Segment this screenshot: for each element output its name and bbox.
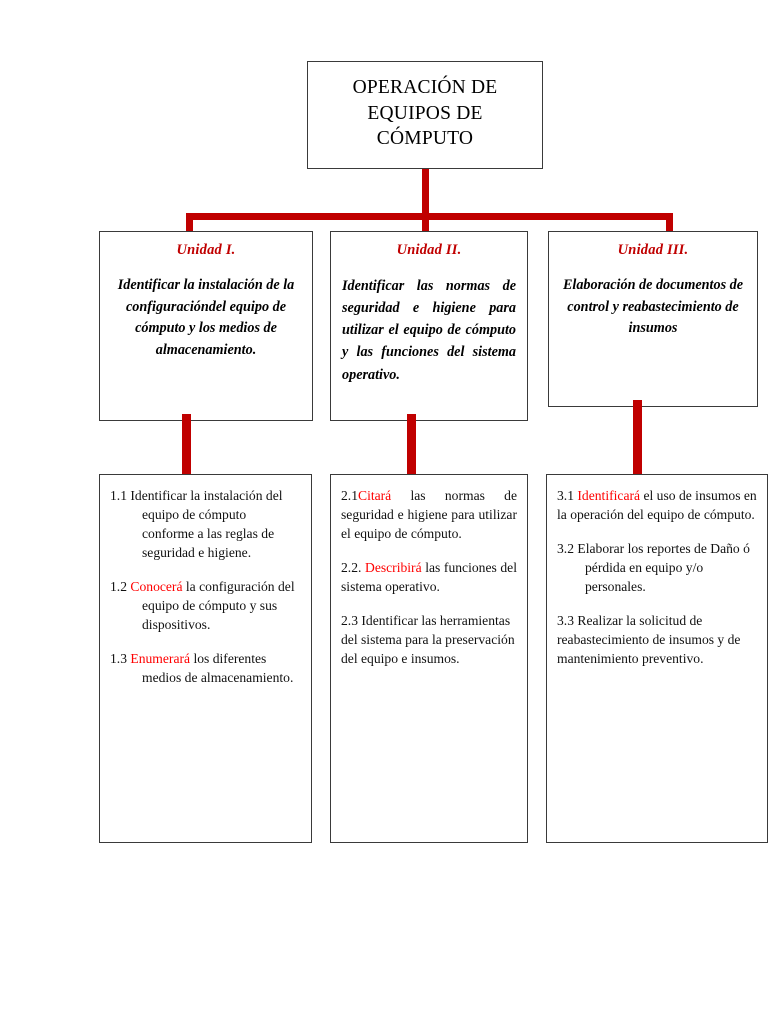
detail-item-2-2-number: 2.2.	[341, 560, 362, 576]
unit-node-2: Unidad II. Identificar las normas de seg…	[330, 231, 528, 421]
unit-node-1-heading: Unidad I.	[176, 242, 236, 258]
detail-item-3-3-text: Realizar la solicitud de reabastecimient…	[557, 613, 741, 667]
unit-node-3-body: Elaboración de documentos de control y r…	[562, 277, 744, 337]
detail-item-1-2-text: la configuración del equipo de cómputo y…	[142, 579, 295, 633]
detail-item-3-1: 3.1 Identificará el uso de insumos en la…	[557, 486, 757, 524]
detail-item-2-3-number: 2.3	[341, 613, 358, 629]
detail-item-2-3-text: Identificar las herramientas del sistema…	[341, 613, 515, 667]
detail-node-2: 2.1Citará las normas de seguridad e higi…	[330, 474, 528, 843]
detail-item-1-3-number: 1.3	[110, 651, 127, 667]
unit-node-1-body: Identificar la instalación de la configu…	[117, 277, 295, 358]
detail-item-2-2-highlight: Describirá	[365, 560, 422, 576]
root-node-operacion-de-equipos-de-computo: OPERACIÓN DE EQUIPOS DE CÓMPUTO	[307, 61, 543, 169]
connector-drop-unit-1	[186, 213, 193, 233]
connector-unit-1-to-detail-1	[182, 414, 191, 476]
detail-item-3-1-text: el uso de insumos en la operación del eq…	[557, 488, 757, 523]
connector-drop-unit-2	[422, 213, 429, 233]
detail-item-2-2: 2.2. Describirá las funciones del sistem…	[341, 558, 517, 596]
detail-item-1-2: 1.2 Conocerá la configuración del equipo…	[110, 577, 301, 634]
unit-node-3: Unidad III. Elaboración de documentos de…	[548, 231, 758, 407]
connector-unit-3-to-detail-3	[633, 400, 642, 476]
detail-node-3: 3.1 Identificará el uso de insumos en la…	[546, 474, 768, 843]
detail-item-3-3-number: 3.3	[557, 613, 574, 629]
unit-node-2-heading: Unidad II.	[396, 242, 462, 258]
detail-item-2-1: 2.1Citará las normas de seguridad e higi…	[341, 486, 517, 543]
connector-unit-2-to-detail-2	[407, 414, 416, 476]
detail-item-3-2-text: Elaborar los reportes de Daño ó pérdida …	[577, 541, 750, 595]
detail-item-1-1: 1.1 Identificar la instalación del equip…	[110, 486, 301, 562]
root-node-label: OPERACIÓN DE EQUIPOS DE CÓMPUTO	[352, 77, 498, 150]
detail-item-2-1-text: las normas de seguridad e higiene para u…	[341, 488, 517, 542]
connector-horizontal-bar	[186, 213, 673, 220]
detail-item-1-1-number: 1.1	[110, 488, 127, 503]
detail-item-3-2-number: 3.2	[557, 541, 574, 557]
detail-item-2-2-text: las funciones del sistema operativo.	[341, 560, 517, 595]
detail-item-2-1-number: 2.1	[341, 488, 358, 503]
unit-node-1: Unidad I. Identificar la instalación de …	[99, 231, 313, 421]
connector-drop-unit-3	[666, 213, 673, 233]
detail-item-3-2: 3.2 Elaborar los reportes de Daño ó pérd…	[557, 539, 757, 596]
detail-item-1-2-number: 1.2	[110, 579, 127, 595]
detail-item-3-3: 3.3 Realizar la solicitud de reabastecim…	[557, 611, 757, 668]
detail-item-3-1-highlight: Identificará	[577, 488, 641, 503]
detail-item-1-1-text: Identificar la instalación del equipo de…	[130, 488, 283, 561]
detail-node-1: 1.1 Identificar la instalación del equip…	[99, 474, 312, 843]
detail-item-3-1-number: 3.1	[557, 488, 574, 503]
unit-node-3-heading: Unidad III.	[617, 242, 689, 258]
detail-item-2-1-highlight: Citará	[358, 488, 392, 503]
connector-trunk-vertical	[422, 169, 429, 220]
unit-node-2-body: Identificar las normas de seguridad e hi…	[342, 278, 516, 383]
detail-item-2-3: 2.3 Identificar las herramientas del sis…	[341, 611, 517, 668]
detail-item-1-2-highlight: Conocerá	[130, 579, 183, 595]
detail-item-1-3: 1.3 Enumerará los diferentes medios de a…	[110, 649, 301, 687]
detail-item-1-3-highlight: Enumerará	[130, 651, 191, 667]
detail-item-1-3-text: los diferentes medios de almacenamiento.	[142, 651, 294, 686]
